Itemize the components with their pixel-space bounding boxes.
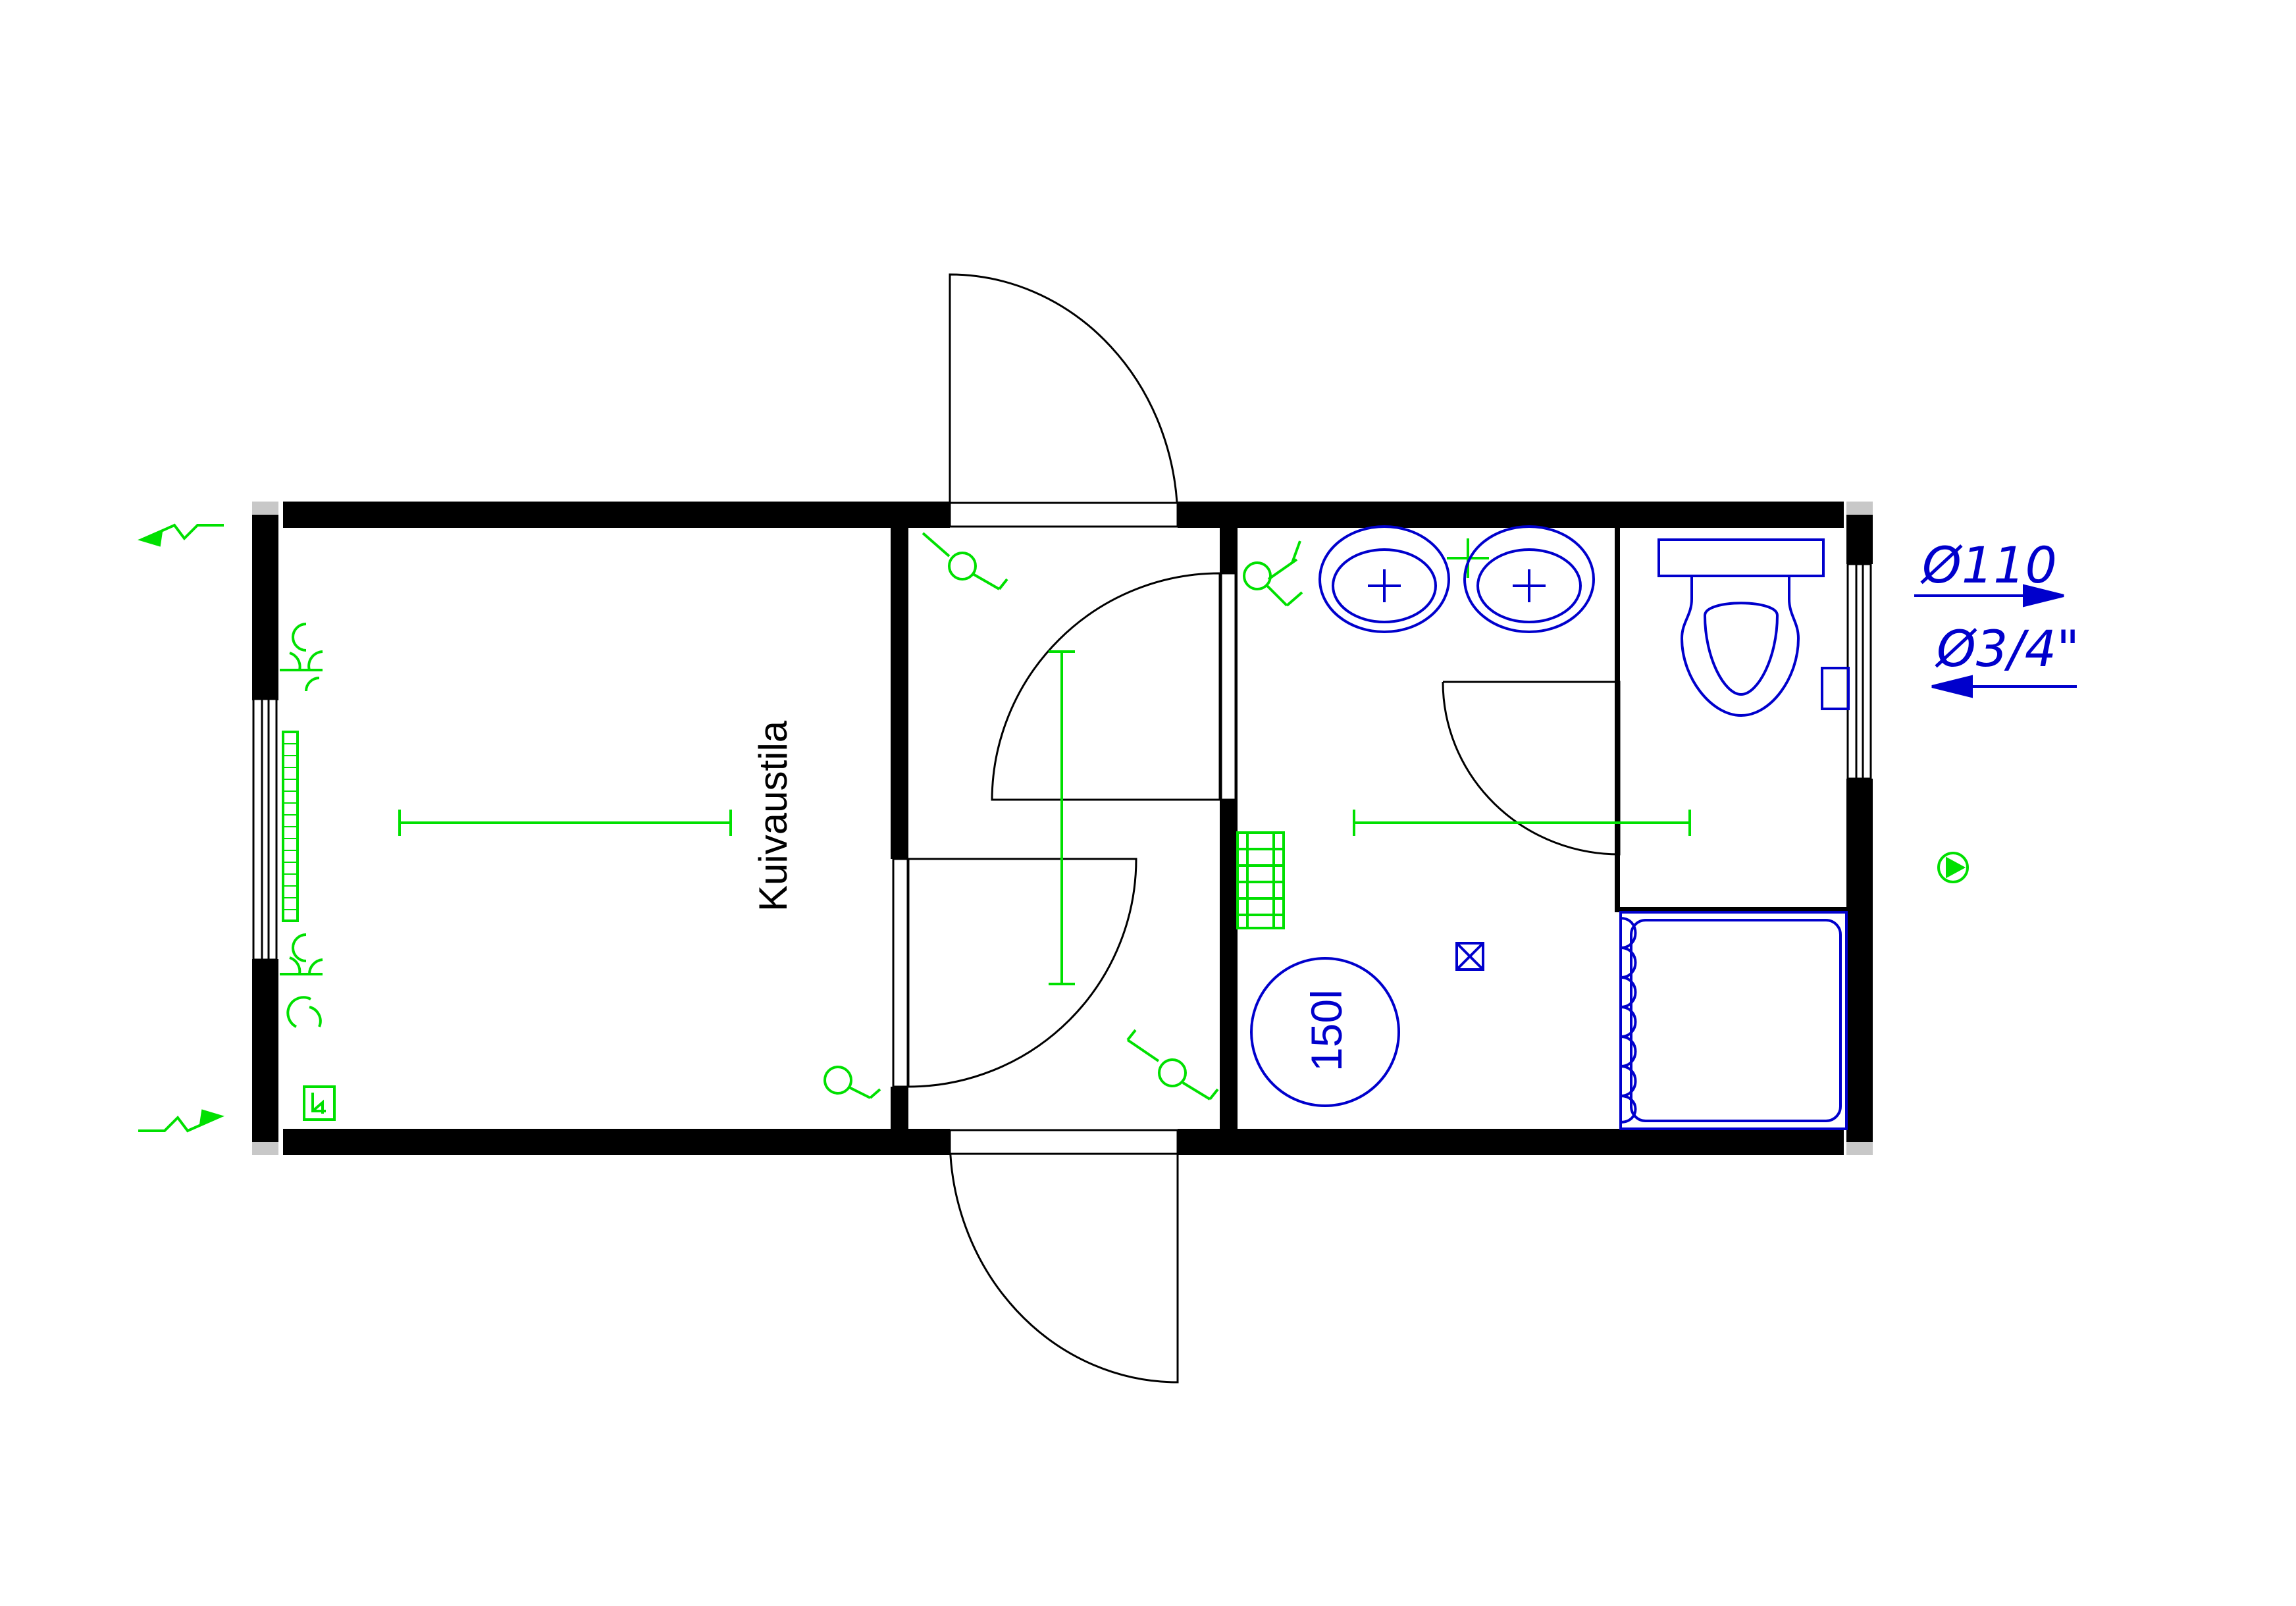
pipe-arrows: [1914, 584, 2077, 698]
window-right: [1846, 563, 1872, 780]
partition-shower: [1615, 907, 1846, 912]
ceiling-light-icon: [398, 810, 732, 836]
walls: [252, 502, 1873, 1155]
room-label: Kuivaustila: [751, 720, 795, 912]
water-pipe-label: Ø3/4": [1935, 619, 2079, 678]
light-switch-icon: [1126, 1029, 1219, 1101]
water-heater-label: 150l: [1302, 989, 1351, 1072]
washroom-door: [1442, 681, 1621, 856]
window-left: [252, 698, 278, 961]
partition-1-lower: [891, 1087, 908, 1131]
towel-dryer-icon: [1236, 831, 1285, 929]
washbasin-icon: [1318, 525, 1450, 633]
electrical: [137, 523, 1969, 1133]
wall-right-lower: [1846, 779, 1873, 1142]
partition-wc: [1615, 527, 1620, 908]
partition-1-upper: [891, 527, 908, 859]
socket-icon: [280, 623, 323, 692]
outdoor-light-icon: [1937, 852, 1969, 883]
water-heater-icon: [1250, 957, 1400, 1107]
top-entry-door: [949, 273, 1179, 522]
socket-icon: [280, 933, 323, 1028]
light-switch-icon: [1243, 540, 1303, 607]
toilet-icon: [1657, 538, 1850, 717]
wall-top-right: [1178, 502, 1844, 528]
light-switch-icon: [922, 532, 1008, 590]
wall-caps: [252, 502, 1873, 1155]
wall-left-upper: [252, 515, 278, 700]
wall-bottom-left: [283, 1129, 950, 1155]
power-feed-icon: [137, 523, 224, 547]
shower-tray-icon: [1619, 911, 1848, 1130]
washbasin-icon: [1463, 525, 1595, 633]
wall-right-upper: [1846, 515, 1873, 564]
power-feed-icon: [138, 1109, 225, 1133]
thresholds: [892, 502, 1237, 1155]
wall-left-lower: [252, 959, 278, 1142]
windows: [252, 563, 1872, 961]
wall-bottom-right: [1178, 1129, 1844, 1155]
sewer-pipe-label: Ø110: [1920, 536, 2057, 594]
ceiling-light-icon: [1353, 810, 1691, 836]
floor-drain-icon: [1455, 942, 1484, 971]
mirror-light-icon: [1447, 538, 1489, 578]
plumbing: [1250, 525, 2077, 1130]
light-switch-icon: [823, 1066, 881, 1099]
hall-door-upper: [991, 572, 1221, 801]
door-swings: [907, 273, 1621, 1384]
distribution-board-icon: [303, 1085, 336, 1121]
partition-2-lower: [1220, 800, 1238, 1129]
bottom-entry-door: [949, 1137, 1179, 1384]
ceiling-light-icon: [1049, 650, 1075, 985]
wall-top-left: [283, 502, 950, 528]
hall-door-lower: [907, 858, 1137, 1088]
